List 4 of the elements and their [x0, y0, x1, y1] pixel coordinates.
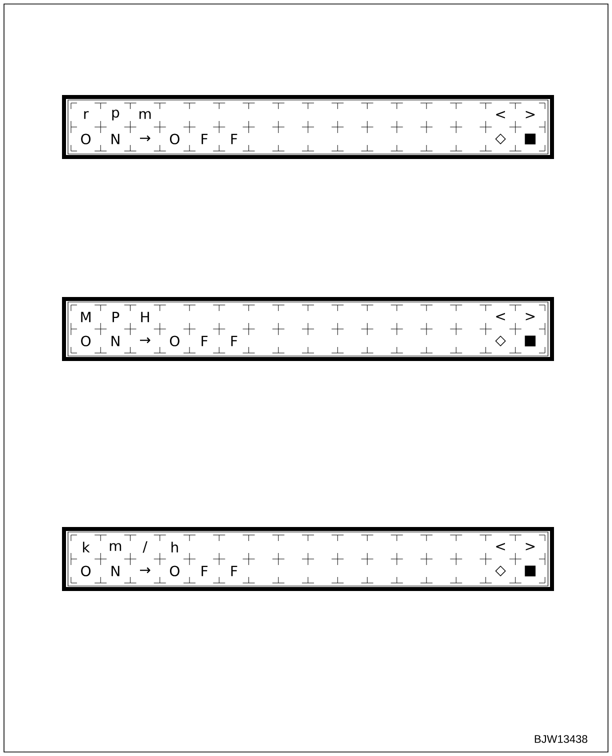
lcd-display: M P H < > O N → O F F ◇ ■	[62, 297, 554, 361]
figure-code: BJW13438	[534, 735, 588, 743]
lcd-display: r p m < > O N → O F F ◇ ■	[62, 95, 554, 159]
lcd-display: k m / h < > O N → O F F ◇ ■	[62, 527, 554, 591]
